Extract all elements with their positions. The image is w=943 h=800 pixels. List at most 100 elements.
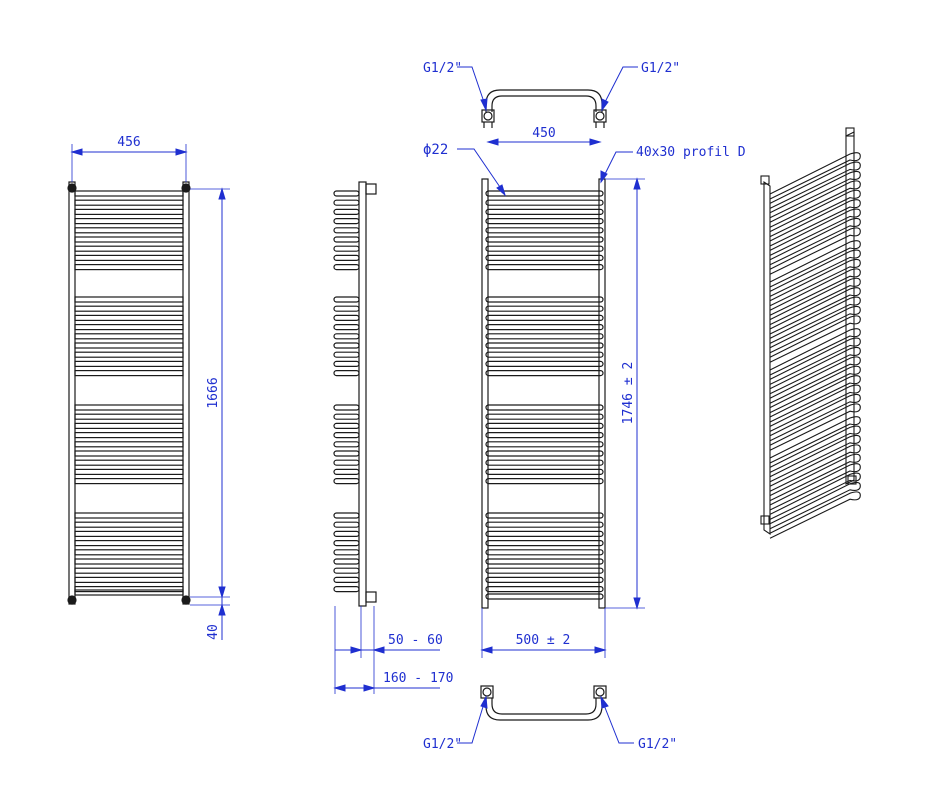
front-bar [74, 360, 184, 367]
front-bar [74, 324, 184, 331]
main-bar [485, 549, 604, 556]
front-bar [74, 264, 184, 271]
side-bars [333, 190, 360, 593]
iso-bar [769, 453, 861, 502]
side-bar [333, 539, 360, 547]
side-bar [333, 296, 360, 303]
front-nipple-bl [67, 595, 77, 605]
side-bar [333, 576, 360, 584]
main-right-rail [598, 178, 606, 609]
side-bar [333, 521, 360, 528]
side-bar [333, 422, 360, 429]
side-dimensions: 50 - 60 160 - 170 [333, 606, 453, 694]
side-bar [333, 264, 360, 271]
top-right-connection-label: G1/2" [641, 61, 680, 76]
side-view [333, 181, 377, 607]
main-bar [485, 208, 604, 215]
front-bar [74, 512, 184, 519]
main-bar [485, 314, 604, 321]
front-width-dim: 456 [117, 135, 140, 150]
front-bar [74, 478, 184, 485]
main-bar [485, 296, 604, 303]
iso-bar [769, 463, 861, 511]
side-bar [333, 227, 360, 234]
iso-bar [769, 258, 861, 307]
front-bar [74, 236, 184, 243]
front-bar [74, 422, 184, 429]
side-bar [333, 351, 360, 358]
front-height-dim: 1666 [206, 377, 221, 408]
main-bar [485, 342, 604, 349]
main-bar [485, 422, 604, 429]
iso-bar [769, 328, 861, 376]
iso-bar [769, 296, 861, 344]
side-bar [333, 314, 360, 321]
side-bar [333, 208, 360, 215]
iso-bar [769, 416, 861, 464]
iso-bar [769, 393, 861, 442]
side-bar [333, 530, 360, 538]
side-bar [333, 478, 360, 485]
top-left-connection-label: G1/2" [423, 61, 462, 76]
front-bottom-offset-dim: 40 [206, 624, 221, 640]
main-bar [485, 539, 604, 547]
main-bar [485, 478, 604, 485]
side-bar [333, 324, 360, 331]
main-height-dim: 1746 ± 2 [621, 362, 636, 425]
bottom-left-valve [480, 685, 494, 699]
profile-label: 40x30 profil D [636, 145, 746, 160]
iso-bottom-left-nipple [760, 515, 770, 525]
tube-diameter-label: ϕ22 [423, 142, 448, 158]
main-bar [485, 521, 604, 528]
front-bar [74, 404, 184, 411]
bottom-right-connection-label: G1/2" [638, 737, 677, 752]
iso-bar [769, 199, 861, 247]
iso-bar [769, 152, 861, 200]
iso-bar [769, 444, 861, 492]
iso-bars [769, 152, 861, 539]
front-bar [74, 227, 184, 234]
top-connector-pipe [485, 89, 603, 112]
top-right-valve [593, 109, 607, 123]
side-bar [333, 218, 360, 225]
front-bar [74, 342, 184, 349]
main-bar [485, 333, 604, 340]
side-bar [333, 245, 360, 252]
front-nipple-tr [181, 183, 191, 193]
main-bar [485, 218, 604, 225]
main-bars [485, 190, 604, 600]
side-bar [333, 360, 360, 367]
main-bar [485, 324, 604, 331]
main-bar [485, 530, 604, 538]
main-bar [485, 468, 604, 475]
iso-bar [769, 170, 861, 219]
main-bar [485, 199, 604, 206]
side-bar [333, 199, 360, 206]
main-bar [485, 190, 604, 197]
front-bar [74, 208, 184, 215]
front-bar [74, 432, 184, 439]
front-bar [74, 539, 184, 547]
front-bar [74, 549, 184, 556]
iso-bar [769, 346, 861, 395]
front-bar [74, 558, 184, 565]
front-bar [74, 567, 184, 574]
main-bar [485, 227, 604, 234]
isometric-view [760, 127, 861, 539]
front-nipples [67, 183, 191, 605]
iso-bar [769, 365, 861, 414]
iso-bar [769, 277, 861, 326]
side-bar [333, 432, 360, 439]
main-bar [485, 413, 604, 420]
iso-bar [769, 375, 861, 423]
main-bar [485, 351, 604, 358]
side-bar [333, 468, 360, 475]
main-bar [485, 585, 604, 593]
main-bar [485, 558, 604, 565]
iso-bar [769, 208, 861, 256]
front-bar [74, 351, 184, 358]
front-right-rail [182, 181, 190, 605]
side-depth-dim-1: 50 - 60 [388, 633, 443, 648]
side-bar [333, 512, 360, 519]
